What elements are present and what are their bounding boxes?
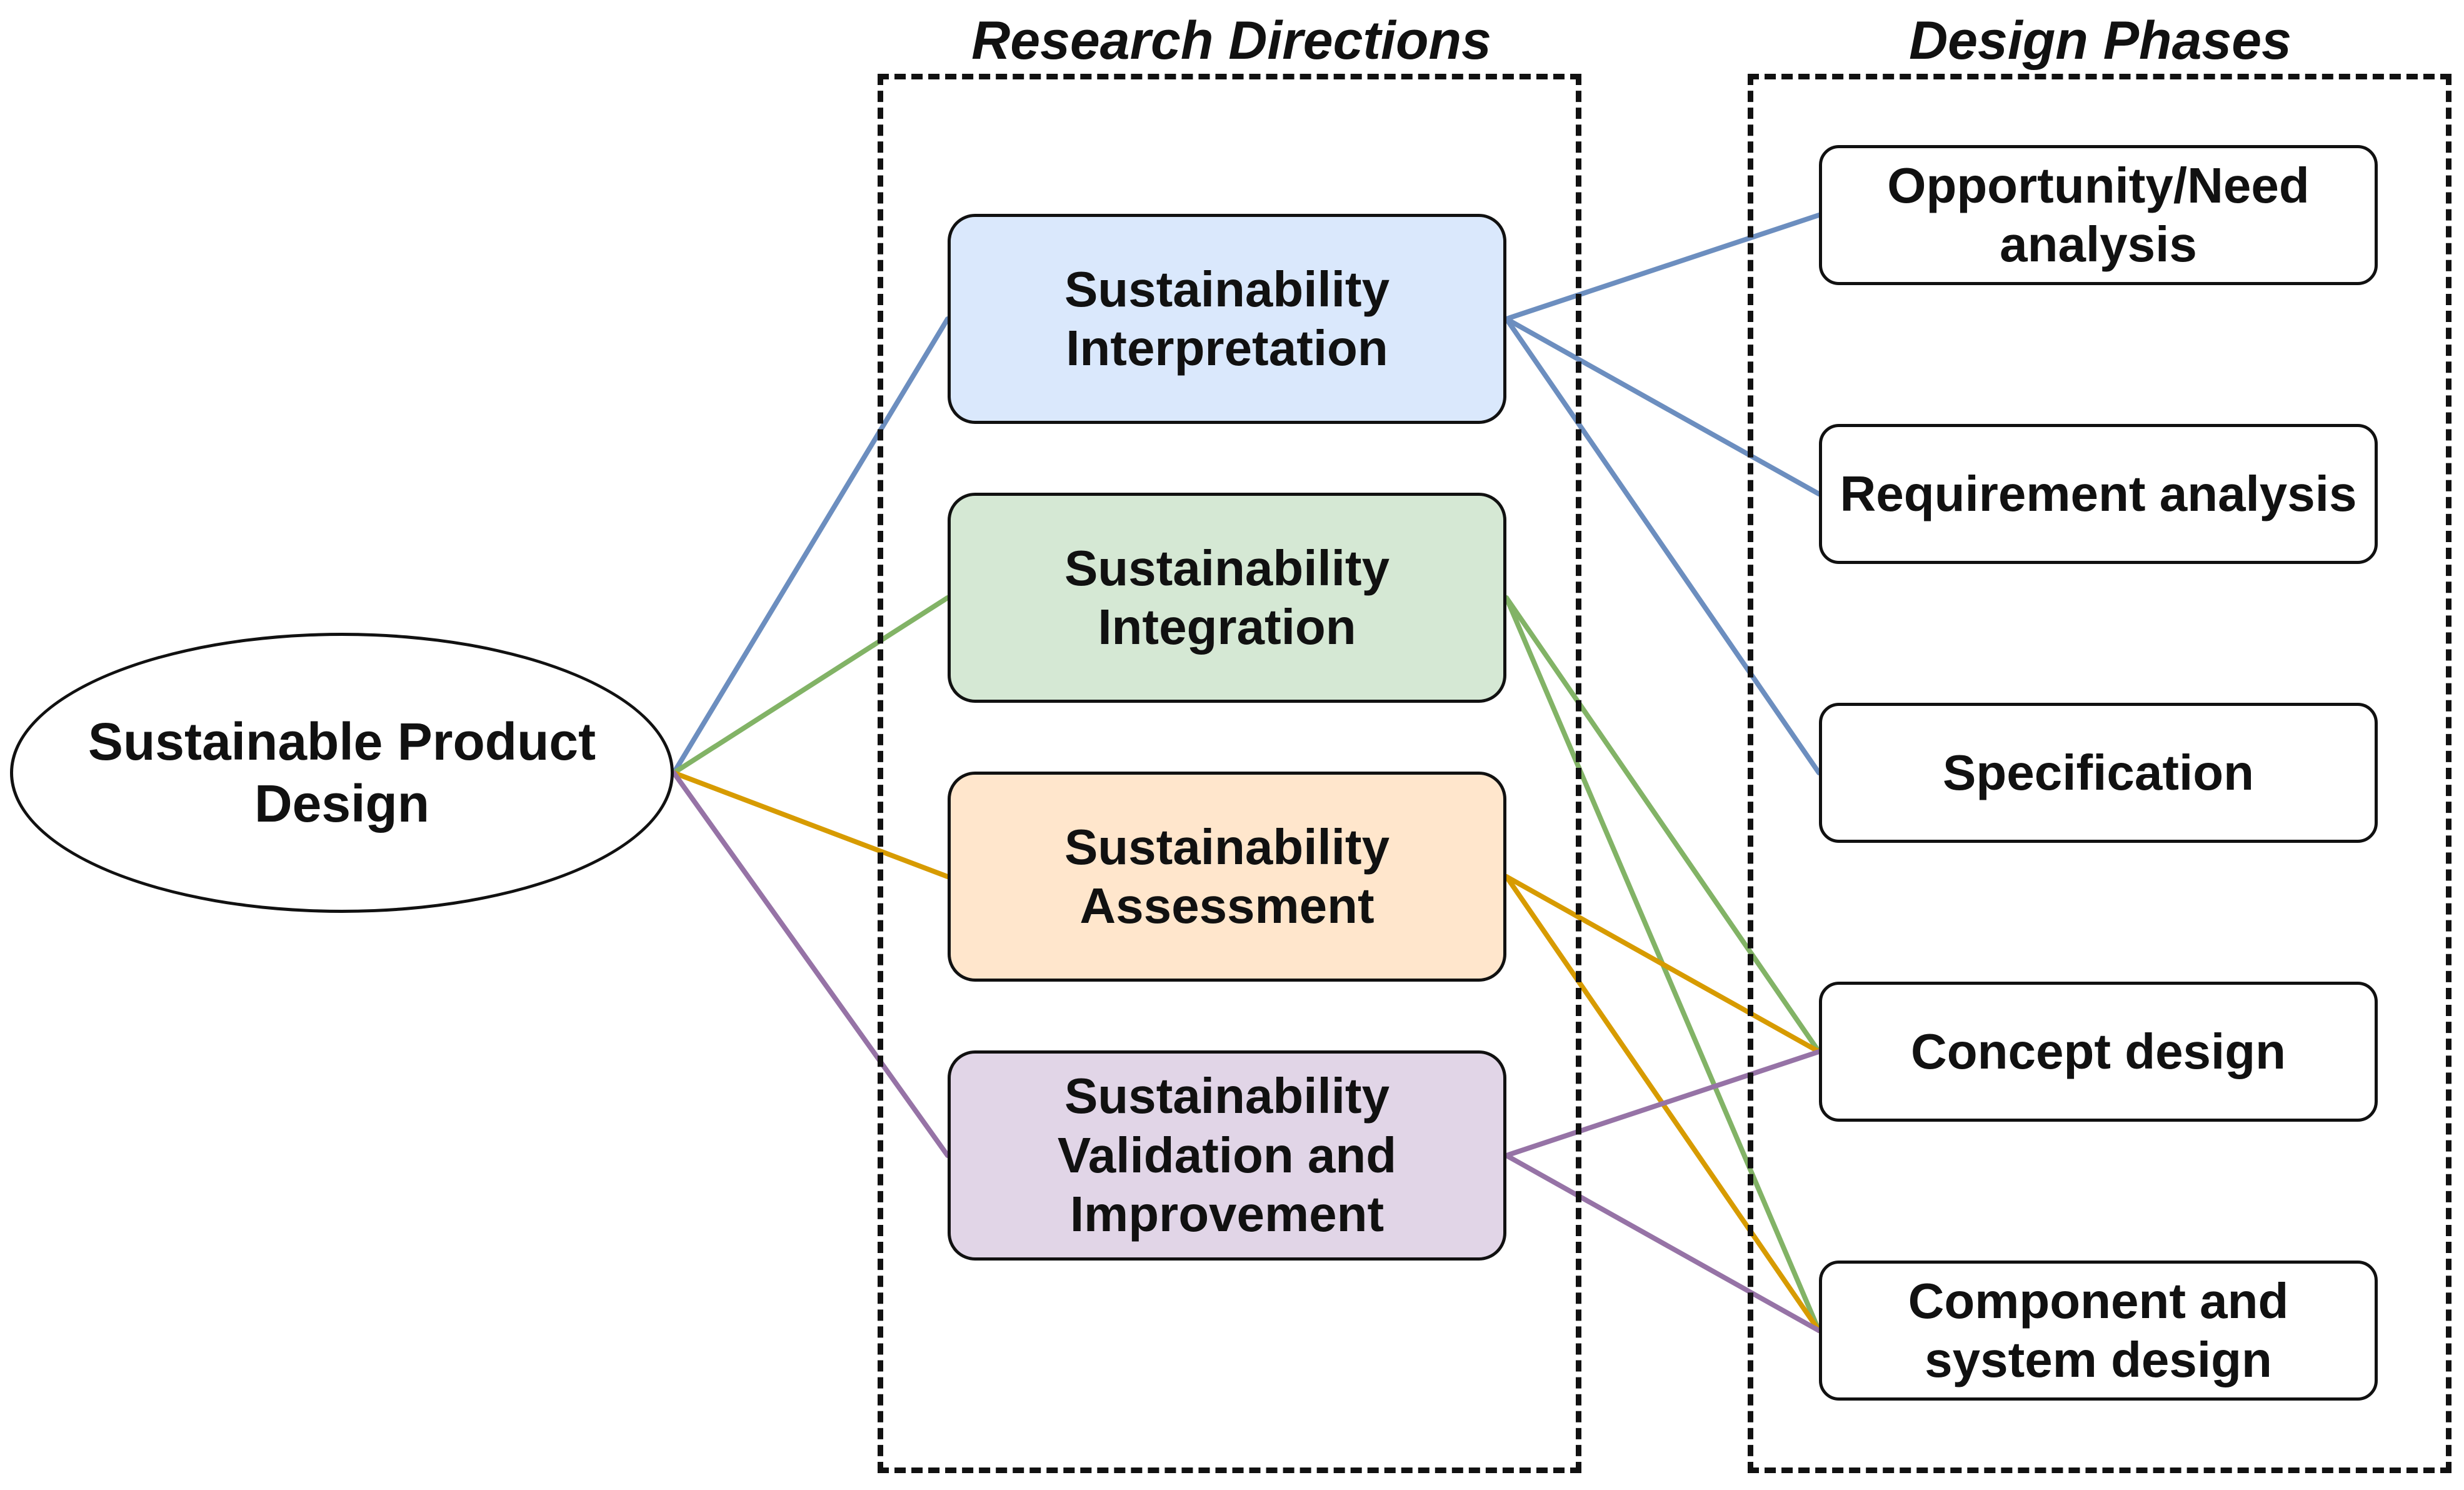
direction-interpretation-node: Sustainability Interpretation xyxy=(948,214,1506,424)
research-directions-frame xyxy=(878,74,1581,1473)
connector-root-to-direction-3 xyxy=(671,770,950,1158)
phase-specification-node: Specification xyxy=(1819,703,2378,843)
direction-validation-node: Sustainability Validation and Improvemen… xyxy=(948,1050,1506,1261)
sustainable-product-design-node: Sustainable Product Design xyxy=(10,633,674,913)
connector-direction-0-to-phase-1 xyxy=(1504,316,1821,496)
connector-direction-0-to-phase-2 xyxy=(1504,316,1821,775)
connector-root-to-direction-1 xyxy=(671,595,950,775)
connector-direction-1-to-phase-3 xyxy=(1504,595,1821,1054)
direction-integration-node: Sustainability Integration xyxy=(948,493,1506,703)
connector-direction-3-to-phase-4 xyxy=(1504,1153,1821,1333)
connector-direction-0-to-phase-0 xyxy=(1504,213,1821,321)
connector-direction-2-to-phase-3 xyxy=(1504,874,1821,1054)
phase-requirement-analysis-node: Requirement analysis xyxy=(1819,424,2378,564)
research-directions-title: Research Directions xyxy=(971,11,1491,71)
phase-concept-design-node: Concept design xyxy=(1819,982,2378,1122)
connector-root-to-direction-0 xyxy=(671,316,950,775)
phase-opportunity-need-node: Opportunity/Need analysis xyxy=(1819,145,2378,285)
direction-assessment-node: Sustainability Assessment xyxy=(948,772,1506,982)
design-phases-title: Design Phases xyxy=(1909,11,2291,71)
connector-root-to-direction-2 xyxy=(671,770,950,879)
phase-component-system-design-node: Component and system design xyxy=(1819,1261,2378,1401)
design-phases-frame xyxy=(1748,74,2451,1473)
connector-direction-3-to-phase-3 xyxy=(1504,1049,1821,1158)
